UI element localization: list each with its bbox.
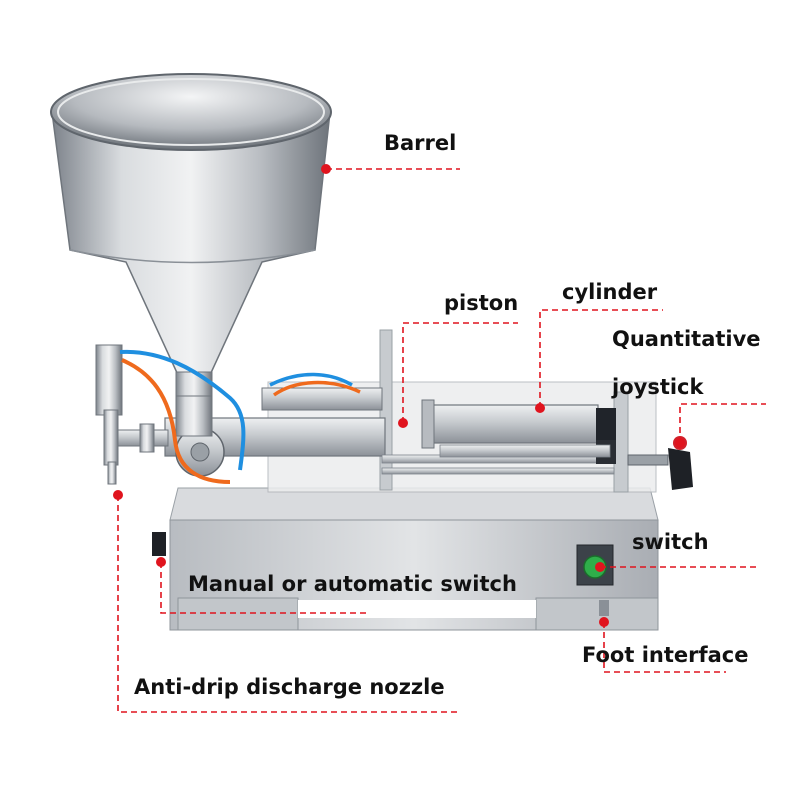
label-quantitative: Quantitative <box>612 327 761 351</box>
hopper-barrel <box>50 73 332 401</box>
label-piston: piston <box>444 291 519 315</box>
piston-assembly <box>164 387 615 477</box>
leader-dots <box>113 164 685 627</box>
switches <box>152 532 614 616</box>
discharge-nozzle <box>95 344 169 485</box>
label-barrel: Barrel <box>384 131 457 155</box>
leader-nozzle <box>117 495 460 713</box>
air-tubes <box>119 349 361 484</box>
label-anti-drip-nozzle: Anti-drip discharge nozzle <box>134 675 445 699</box>
leader-cylinder <box>539 309 663 408</box>
label-foot-interface: Foot interface <box>582 643 749 667</box>
label-joystick: joystick <box>612 375 704 399</box>
leader-joystick <box>679 403 766 443</box>
label-manual-auto-switch: Manual or automatic switch <box>188 572 517 596</box>
label-switch: switch <box>632 530 709 554</box>
leader-foot-interface <box>603 622 726 673</box>
label-cylinder: cylinder <box>562 280 658 304</box>
leader-manual-switch <box>160 562 370 614</box>
leader-lines <box>117 168 766 713</box>
pneumatic-cylinder <box>421 399 616 464</box>
leader-piston <box>402 322 518 423</box>
